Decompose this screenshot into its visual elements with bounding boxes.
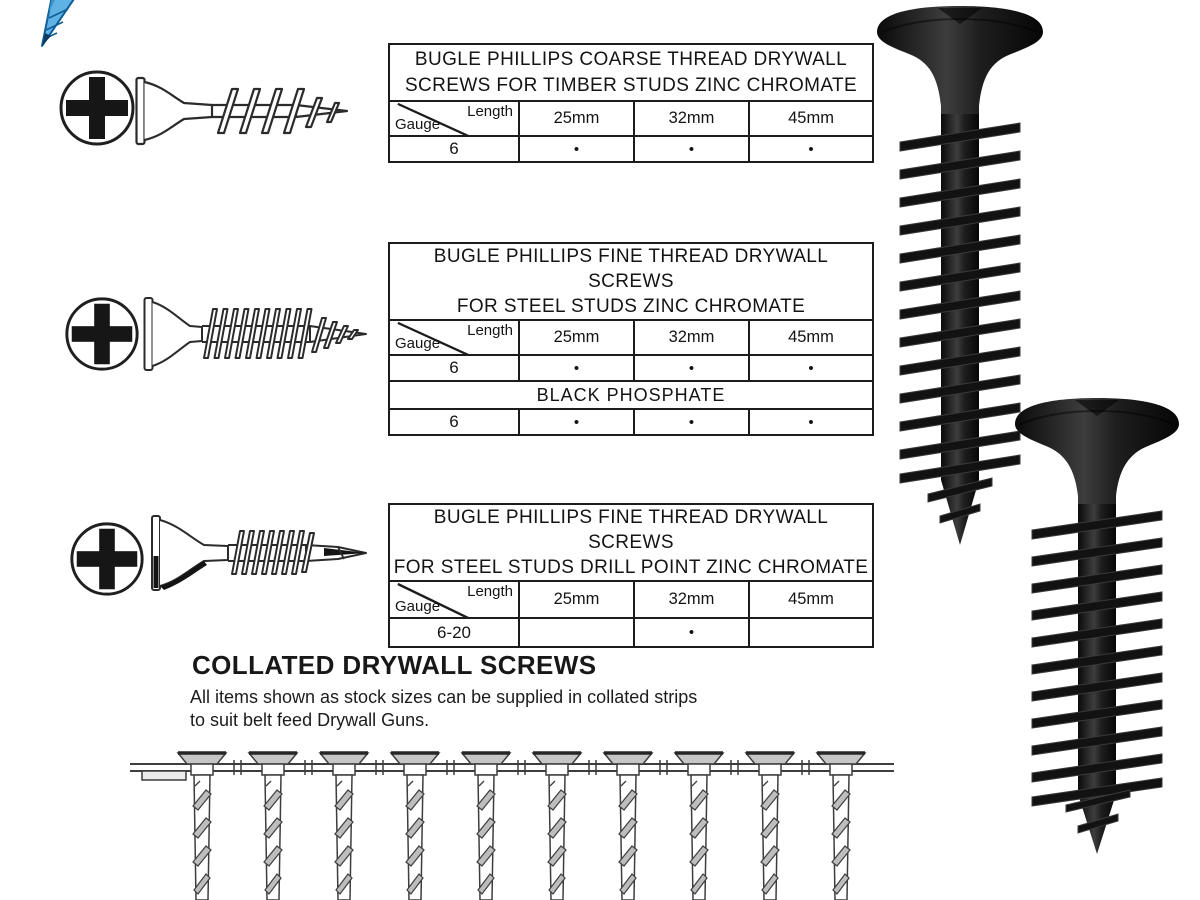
phillips-head-icon [65, 297, 139, 371]
column-header: 25mm [518, 580, 635, 620]
stock-dot: • [633, 135, 750, 163]
column-header: 32mm [633, 319, 750, 357]
diagonal-divider [397, 583, 467, 617]
table-title: BUGLE PHILLIPS FINE THREAD DRYWALL SCREW… [388, 241, 874, 322]
gauge-label: Gauge [395, 116, 441, 133]
gauge-length-corner-cell: Length Gauge [388, 100, 520, 137]
diagonal-divider [397, 322, 467, 354]
column-header: 25mm [518, 100, 635, 137]
column-header: 25mm [518, 319, 635, 357]
gauge-label: Gauge [395, 335, 441, 353]
collated-description: All items shown as stock sizes can be su… [190, 687, 698, 730]
column-header: 32mm [633, 100, 750, 137]
drill-point-screw-drawing [151, 515, 367, 591]
table-title: BUGLE PHILLIPS COARSE THREAD DRYWALL SCR… [387, 43, 875, 102]
stock-dot [748, 617, 874, 649]
length-label: Length [467, 322, 513, 340]
table-row: 6-20 • [388, 617, 874, 649]
stock-dot [518, 617, 635, 649]
gauge-value: 6-20 [388, 617, 520, 649]
steel-studs-table: BUGLE PHILLIPS FINE THREAD DRYWALL SCREW… [388, 241, 874, 437]
black-screw-photo-large [877, 6, 1043, 545]
drill-point-table: BUGLE PHILLIPS FINE THREAD DRYWALL SCREW… [388, 502, 874, 649]
gauge-label: Gauge [395, 598, 441, 616]
column-header: 32mm [633, 580, 750, 620]
stock-dot: • [747, 135, 875, 163]
finish-band-label: BLACK PHOSPHATE [388, 380, 874, 411]
gauge-value: 6 [388, 408, 520, 437]
column-header: 45mm [747, 100, 875, 137]
gauge-length-corner-cell: Length Gauge [388, 319, 520, 357]
stock-dot: • [633, 354, 750, 383]
stock-dot: • [518, 408, 635, 437]
collated-strip-illustration [130, 751, 894, 900]
length-label: Length [467, 103, 513, 120]
phillips-head-icon [59, 70, 135, 146]
gauge-length-corner-cell: Length Gauge [388, 580, 520, 620]
timber-studs-table: BUGLE PHILLIPS COARSE THREAD DRYWALL SCR… [387, 43, 875, 163]
stock-dot: • [633, 408, 750, 437]
stock-dot: • [518, 354, 635, 383]
finish-band-row: BLACK PHOSPHATE [388, 380, 874, 411]
fine-thread-screw-drawing [143, 297, 367, 371]
blue-screw-tip-illustration [41, 0, 75, 47]
coarse-thread-screw-drawing [135, 76, 349, 146]
length-label: Length [467, 583, 513, 601]
black-screw-photo-small [1015, 398, 1179, 854]
column-header: 45mm [748, 580, 874, 620]
table-row: 6 • • • [388, 135, 875, 163]
gauge-value: 6 [388, 354, 520, 383]
table-title: BUGLE PHILLIPS FINE THREAD DRYWALL SCREW… [388, 502, 874, 583]
stock-dot: • [748, 408, 874, 437]
phillips-head-icon [70, 522, 144, 596]
table-row: 6 • • • [388, 354, 874, 383]
table-row: 6 • • • [388, 408, 874, 437]
stock-dot: • [748, 354, 874, 383]
collated-heading: COLLATED DRYWALL SCREWS [192, 650, 597, 680]
diagonal-divider [397, 103, 467, 134]
stock-dot: • [518, 135, 635, 163]
gauge-value: 6 [388, 135, 520, 163]
column-header: 45mm [748, 319, 874, 357]
stock-dot: • [633, 617, 750, 649]
